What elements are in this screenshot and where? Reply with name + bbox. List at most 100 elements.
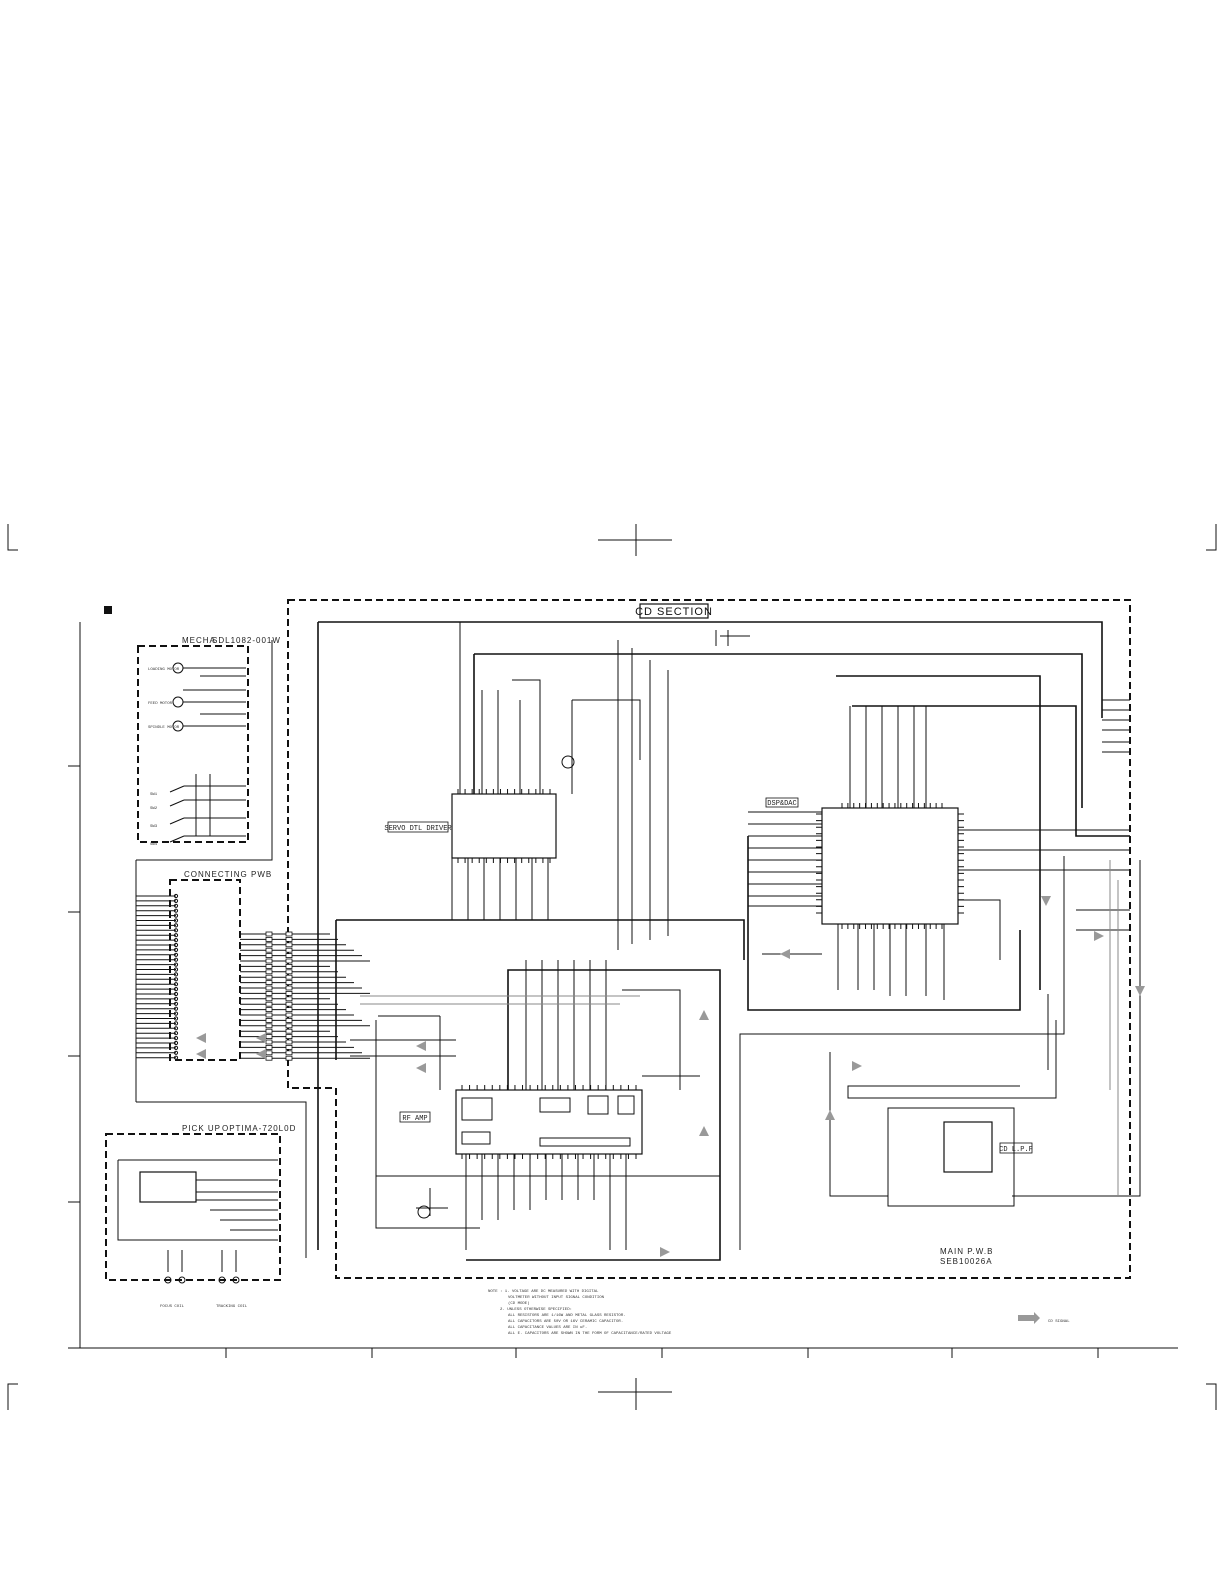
connector-pin: [265, 1045, 273, 1050]
switch-sw4: SW4: [150, 843, 158, 847]
motor-label-feed: FEED MOTOR: [148, 702, 173, 706]
pwb-pad: [173, 972, 179, 977]
connector-pin: [265, 958, 273, 964]
pwb-pad: [173, 908, 179, 913]
connector-pin: [285, 1028, 293, 1034]
pwb-pad: [173, 1011, 179, 1016]
pwb-pad: [173, 938, 179, 943]
connector-pin: [285, 1034, 293, 1039]
section-bullet-icon: [104, 606, 112, 614]
note-line: ALL CAPACITORS ARE 50V OR 16V CERAMIC CA…: [508, 1320, 623, 1324]
cd-section-title: CD SECTION: [635, 606, 713, 618]
pwb-pad: [173, 952, 179, 957]
tracking-coil-icon: [218, 1276, 226, 1284]
pwb-pad: [173, 1045, 179, 1051]
motor-label-loading: LOADING MOTOR: [148, 668, 180, 672]
rf-amp-label: RF AMP: [402, 1115, 427, 1123]
mecha-title: MECHA: [182, 636, 216, 645]
connector-pin: [265, 953, 273, 958]
note-line: ALL CAPACITANCE VALUES ARE IN uF.: [508, 1326, 587, 1330]
pwb-pad: [173, 991, 179, 997]
connector-pin: [285, 964, 293, 969]
connecting-pwb-title: CONNECTING PWB: [184, 870, 272, 879]
connector-pin: [285, 1012, 293, 1018]
dsp-dac-ic: DSP&DAC: [765, 797, 964, 929]
pwb-pad: [173, 898, 179, 904]
connector-pin: [285, 1045, 293, 1050]
pwb-pad: [173, 1026, 179, 1031]
cd-section-border: [287, 599, 1131, 1279]
crop-marks: [7, 524, 1217, 1410]
connector-pin: [285, 1023, 293, 1029]
pwb-pad: [173, 1036, 179, 1041]
connector-pin: [265, 969, 273, 975]
connector-pin: [265, 991, 273, 996]
connector-pin: [285, 991, 293, 996]
connector-pin: [265, 937, 273, 942]
connector-pin: [285, 937, 293, 942]
connector-pin: [265, 964, 273, 969]
pwb-pad: [173, 977, 179, 982]
connector-pin: [285, 996, 293, 1002]
connector-pin: [265, 947, 273, 953]
switch-sw2: SW2: [150, 807, 158, 811]
connector-pin: [285, 974, 293, 980]
connector-pin: [265, 1055, 273, 1061]
connector-pin: [265, 1012, 273, 1018]
focus-coil-icon: [178, 1276, 186, 1284]
switch-sw1: SW1: [150, 793, 158, 797]
pwb-pad: [173, 1050, 179, 1055]
pwb-pad: [173, 1021, 179, 1026]
pwb-pad: [173, 1001, 179, 1006]
connector-pin: [265, 974, 273, 980]
connector-pin: [265, 985, 273, 991]
pwb-pad: [173, 947, 179, 953]
focus-coil-icon: [164, 1276, 172, 1284]
connector-pin: [285, 1018, 293, 1023]
pwb-pad: [173, 1031, 179, 1036]
connector-pin: [285, 1001, 293, 1007]
connector-pin: [265, 1023, 273, 1029]
connector-pin: [265, 1050, 273, 1056]
mecha-part: SDL1082-001W: [212, 636, 281, 645]
connector-pin: [265, 942, 273, 948]
signal-arrows: [196, 896, 1145, 1324]
tracking-coil-label: TRACKING COIL: [216, 1305, 248, 1309]
connector-pin: [285, 1050, 293, 1056]
connector-pins: [240, 931, 370, 1061]
pickup-sensor-ic: [139, 1171, 197, 1203]
note-line: ALL RESISTORS ARE 1/16W AND METAL GLASS …: [508, 1313, 626, 1318]
pwb-pad: [173, 942, 179, 948]
connector-pin: [285, 980, 293, 985]
pwb-pad: [173, 1006, 179, 1011]
transistor-icon: [561, 755, 575, 769]
connector-pin: [265, 1028, 273, 1034]
connector-pin: [265, 996, 273, 1002]
connector-pin: [265, 980, 273, 985]
pwb-pad: [173, 1055, 179, 1060]
connector-pin: [285, 958, 293, 964]
connector-pin: [285, 1039, 293, 1045]
note-line: 2. UNLESS OTHERWISE SPECIFIED:: [500, 1308, 572, 1312]
connector-pin: [265, 931, 273, 937]
main-pwb-title: MAIN P.W.B: [940, 1247, 993, 1256]
connector-pin: [265, 1001, 273, 1007]
pwb-pad: [173, 987, 179, 992]
note-line: VOLTMETER WITHOUT INPUT SIGNAL CONDITION: [508, 1296, 605, 1300]
pickup-title: PICK UP: [182, 1124, 221, 1133]
grid-frame: [68, 622, 1178, 1358]
pwb-pad: [173, 903, 179, 908]
feed-motor-icon: [172, 696, 184, 708]
note-line: ALL E. CAPACITORS ARE SHOWN IN THE FORM …: [508, 1331, 672, 1336]
main-pwb-part: SEB10026A: [940, 1257, 993, 1266]
pwb-pad: [173, 933, 179, 938]
wiring: [196, 621, 1145, 1324]
dsp-dac-label: DSP&DAC: [767, 800, 796, 808]
motor-label-spindle: SPINDLE MOTOR: [148, 726, 180, 730]
connector-pin: [285, 969, 293, 975]
connector-pin: [265, 1018, 273, 1023]
connector-pin: [285, 1007, 293, 1012]
connector-pin: [265, 1039, 273, 1045]
connector-pin: [285, 931, 293, 937]
